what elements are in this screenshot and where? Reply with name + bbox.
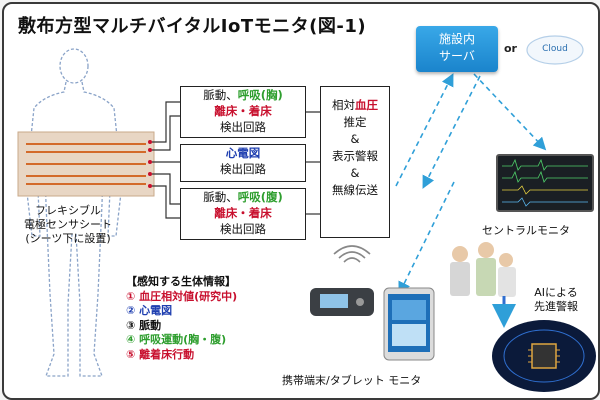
- vital-info-item-4: ④ 呼吸運動(胸・腹): [126, 333, 227, 346]
- proc-relative: 相対: [332, 98, 355, 112]
- people-illustration: [450, 242, 516, 328]
- box2-circuit: 検出回路: [220, 162, 266, 176]
- box1-pulse: 脈動、: [203, 88, 238, 102]
- detection-box-ecg: 心電図 検出回路: [180, 144, 306, 182]
- sensor-sheet-label: フレキシブル 電極センサシート (シーツ下に設置): [24, 204, 112, 246]
- diagram-graphics: [17, 35, 596, 392]
- facility-server: 施設内 サーバ: [416, 26, 498, 72]
- vital-info-list: 【感知する生体情報】 ① 血圧相対値(研究中) ② 心電図 ③ 脈動 ④ 呼吸運…: [126, 275, 237, 362]
- proc-estimate: 推定: [343, 115, 367, 129]
- sensor-wiring: [152, 101, 320, 219]
- mobile-monitor-label: 携帯端末/タブレット モニタ: [282, 374, 422, 387]
- vital-info-item-3: ③ 脈動: [126, 318, 162, 332]
- sensor-label-2: 電極センサシート: [24, 218, 112, 231]
- tablet-device: [383, 287, 435, 361]
- processing-box: 相対血圧 推定 & 表示警報 & 無線伝送: [320, 86, 390, 238]
- wifi-icon: [333, 245, 371, 263]
- monitor-waveforms: [502, 158, 588, 207]
- detection-box-abdomen: 脈動、呼吸(腹) 離床・着床 検出回路: [180, 188, 306, 240]
- proc-amp-1: &: [350, 132, 360, 146]
- box3-circuit: 検出回路: [220, 222, 266, 236]
- vital-info-heading: 【感知する生体情報】: [126, 275, 236, 288]
- server-line2: サーバ: [439, 49, 475, 63]
- detection-box-chest: 脈動、呼吸(胸) 離床・着床 検出回路: [180, 86, 306, 138]
- sensor-electrodes: [26, 143, 146, 185]
- box1-respiration: 呼吸(胸): [237, 88, 283, 102]
- proc-blood-pressure: 血圧: [355, 98, 378, 112]
- cloud-icon: [526, 35, 584, 65]
- proc-alarm: 表示警報: [332, 149, 378, 163]
- central-monitor-label: セントラルモニタ: [482, 224, 570, 237]
- sensor-label-3: (シーツ下に設置): [25, 232, 111, 245]
- wireless-arrows: [395, 73, 547, 295]
- ai-alert-label: AIによる 先進警報: [534, 286, 578, 314]
- proc-wireless: 無線伝送: [332, 183, 378, 197]
- vital-info-item-1: ① 血圧相対値(研究中): [126, 289, 238, 303]
- vital-info-item-5: ⑤ 離着床行動: [126, 347, 195, 361]
- box3-pulse: 脈動、: [203, 190, 238, 204]
- ai-label-1: AIによる: [534, 286, 578, 299]
- diagram-title: 敷布方型マルチバイタルIoTモニタ(図-1): [18, 16, 367, 37]
- sensor-label-1: フレキシブル: [35, 204, 101, 217]
- server-line1: 施設内: [438, 32, 475, 46]
- or-label: or: [504, 42, 517, 55]
- box3-respiration: 呼吸(腹): [237, 190, 283, 204]
- box2-ecg: 心電図: [225, 146, 261, 160]
- ai-chip-illustration: [492, 320, 596, 392]
- cloud-label: Cloud: [542, 44, 568, 54]
- box1-bed: 離床・着床: [214, 104, 272, 118]
- vital-info-item-2: ② 心電図: [126, 304, 173, 317]
- ai-label-2: 先進警報: [534, 300, 578, 313]
- proc-amp-2: &: [350, 166, 360, 180]
- handheld-device: [310, 288, 374, 316]
- central-monitor-screen: [496, 154, 594, 212]
- box1-circuit: 検出回路: [220, 120, 266, 134]
- human-body-outline: [25, 48, 123, 377]
- box3-bed: 離床・着床: [214, 206, 272, 220]
